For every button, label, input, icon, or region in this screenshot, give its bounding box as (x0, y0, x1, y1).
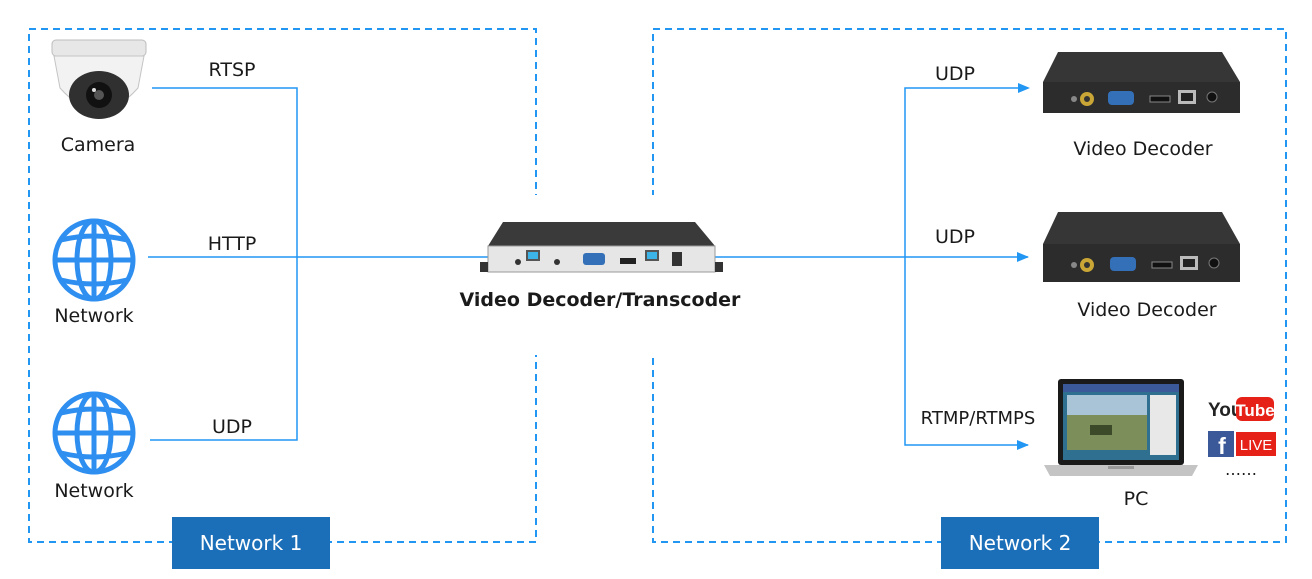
device-label-video-decoder-1: Video Decoder (1073, 138, 1212, 160)
output-connectors (700, 87, 1029, 450)
youtube-logo-tube: Tube (1235, 401, 1274, 420)
device-label-pc: PC (1124, 488, 1149, 510)
dome-camera-icon (51, 39, 147, 119)
globe-icon (52, 391, 136, 475)
globe-icon (52, 218, 136, 302)
laptop-icon (1044, 379, 1198, 476)
video-decoder-device-icon (1043, 52, 1240, 113)
input-connectors (148, 87, 493, 441)
facebook-live-logo-icon: f LIVE (1208, 431, 1276, 459)
protocol-label-udp-out-1: UDP (935, 63, 975, 85)
protocol-label-rtmp: RTMP/RTMPS (921, 408, 1036, 429)
youtube-logo-you: You (1208, 400, 1242, 421)
protocol-label-rtsp: RTSP (209, 59, 256, 81)
protocol-label-udp-in: UDP (212, 416, 252, 438)
device-label-video-decoder-2: Video Decoder (1077, 299, 1216, 321)
transcoder-device-icon (480, 222, 723, 273)
device-label-network-2: Network (54, 480, 133, 502)
network-1-badge: Network 1 (172, 517, 330, 569)
device-label-camera: Camera (61, 134, 136, 156)
video-decoder-device-icon (1043, 212, 1240, 282)
network-2-box (652, 28, 1287, 543)
device-label-transcoder: Video Decoder/Transcoder (460, 289, 742, 311)
network-2-badge: Network 2 (941, 517, 1099, 569)
facebook-logo-f: f (1218, 433, 1226, 459)
more-platforms-ellipsis: …… (1225, 460, 1257, 479)
facebook-logo-live: LIVE (1240, 437, 1273, 454)
youtube-logo-icon: You Tube (1208, 397, 1275, 421)
device-label-network-1: Network (54, 305, 133, 327)
protocol-label-udp-out-2: UDP (935, 226, 975, 248)
protocol-label-http: HTTP (208, 233, 257, 255)
